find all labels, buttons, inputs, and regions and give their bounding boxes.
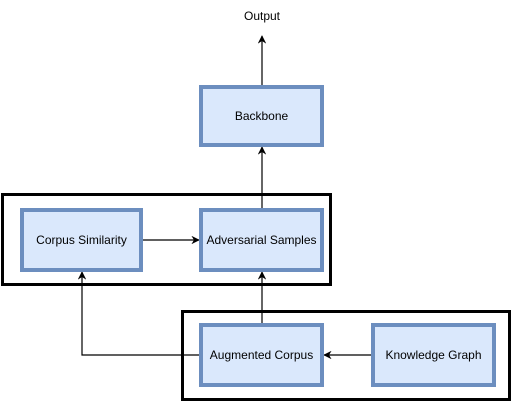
node-backbone: Backbone xyxy=(199,85,324,147)
node-augmented-corpus-label: Augmented Corpus xyxy=(209,348,314,362)
edge-augmented-to-similarity xyxy=(77,271,199,356)
output-label: Output xyxy=(243,9,281,23)
node-backbone-label: Backbone xyxy=(234,109,289,123)
node-adversarial-samples: Adversarial Samples xyxy=(199,208,324,272)
node-augmented-corpus: Augmented Corpus xyxy=(199,323,324,387)
node-knowledge-graph: Knowledge Graph xyxy=(371,323,496,387)
group-box-top xyxy=(1,193,332,286)
node-corpus-similarity: Corpus Similarity xyxy=(20,208,143,272)
node-corpus-similarity-label: Corpus Similarity xyxy=(36,233,127,247)
node-knowledge-graph-label: Knowledge Graph xyxy=(385,348,482,362)
node-adversarial-samples-label: Adversarial Samples xyxy=(206,233,317,247)
